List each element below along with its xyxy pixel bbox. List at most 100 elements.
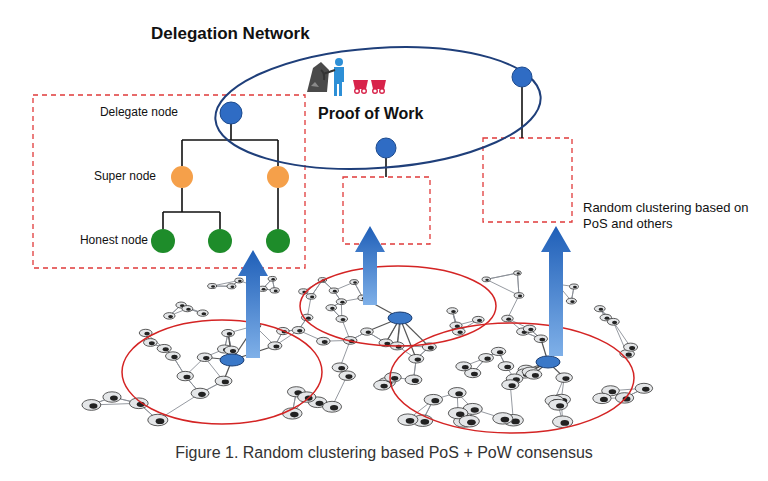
cluster-box xyxy=(33,95,305,268)
network-dot-shade xyxy=(144,332,149,336)
network-link xyxy=(517,273,519,295)
network-dot xyxy=(323,401,342,412)
network-dot xyxy=(103,392,121,402)
network-dot-shade xyxy=(227,332,233,336)
network-dot xyxy=(493,413,513,424)
network-dot-shade xyxy=(517,272,520,274)
network-dot-shade xyxy=(366,330,371,334)
network-dot-shade xyxy=(168,315,173,318)
cart-wheel xyxy=(355,89,360,94)
network-dot-shade xyxy=(599,308,604,311)
network-dot xyxy=(624,343,638,351)
network-dot xyxy=(448,388,466,398)
network-dot-shade xyxy=(629,346,635,350)
rock xyxy=(307,62,329,92)
network-dot xyxy=(456,362,472,371)
network-dot xyxy=(306,294,316,300)
network-dot-shade xyxy=(415,357,421,361)
network-dot-shade xyxy=(310,296,314,299)
network-dot xyxy=(157,344,171,352)
delegate-node-dot xyxy=(220,102,242,124)
network-dot-shade xyxy=(497,350,503,354)
network-dot-shade xyxy=(612,321,617,324)
network-dot xyxy=(208,283,217,288)
network-dot-shade xyxy=(532,373,539,378)
honest-node-dot xyxy=(266,229,290,253)
network-dot-shade xyxy=(471,372,478,377)
network-dot xyxy=(374,380,391,390)
ellipse-line xyxy=(211,37,545,179)
delegate-node-dot xyxy=(376,138,396,158)
network-dot xyxy=(144,339,158,347)
miner-head xyxy=(335,58,343,66)
miner-body xyxy=(334,67,344,96)
network-dot-shade xyxy=(262,288,266,291)
network-dot-shade xyxy=(391,376,398,381)
network-dot xyxy=(635,383,652,393)
network-dot-shade xyxy=(420,419,429,425)
network-dot xyxy=(607,318,619,325)
network-dot xyxy=(482,277,490,282)
delegation-ellipse: Delegation NetworkProof of Work xyxy=(213,46,543,170)
cart-wheel xyxy=(373,89,378,94)
network-dot xyxy=(447,308,458,314)
tier-label: Delegate node xyxy=(100,105,178,119)
network-dot xyxy=(339,371,355,380)
network-dot xyxy=(398,414,418,425)
network-dot-shade xyxy=(380,384,387,389)
tier-label: Super node xyxy=(94,169,156,183)
network-dot-shade xyxy=(171,355,177,359)
network-dot-shade xyxy=(484,357,490,361)
network-link xyxy=(486,273,517,279)
hub-dot xyxy=(388,312,412,324)
network-dot xyxy=(164,313,175,320)
network-dot xyxy=(405,375,422,385)
network-dot-shade xyxy=(431,398,439,403)
miner-icon xyxy=(307,58,386,96)
network-dot-shade xyxy=(501,417,510,423)
cluster-box xyxy=(483,138,572,222)
network-dot xyxy=(329,288,338,293)
network-dot-shade xyxy=(110,395,118,400)
network-dot-shade xyxy=(230,349,236,353)
network-dot-shade xyxy=(231,285,235,288)
network-dot-shade xyxy=(609,389,617,394)
network-dot xyxy=(292,327,305,334)
network-dot-shade xyxy=(528,328,533,332)
hub-dot xyxy=(536,356,560,368)
network-dot-shade xyxy=(186,308,191,311)
network-dot-shade xyxy=(330,307,335,310)
network-dot-shade xyxy=(183,375,190,380)
network-dot xyxy=(197,310,208,316)
network-dot-shade xyxy=(642,387,649,392)
network-dot-shade xyxy=(203,356,209,360)
network-dot-shade xyxy=(322,340,328,344)
network-dot-shade xyxy=(508,383,515,388)
network-dot xyxy=(326,305,337,311)
network-dot-shade xyxy=(471,407,479,412)
network-heading: Delegation Network xyxy=(151,24,310,44)
network-dot-shade xyxy=(330,405,338,410)
network-dot-shade xyxy=(345,374,352,379)
figure-caption: Figure 1. Random clustering based PoS + … xyxy=(0,444,768,462)
network-dot-shade xyxy=(316,401,324,406)
network-dot-shade xyxy=(504,365,511,369)
network-dot xyxy=(215,376,232,386)
network-dot xyxy=(424,394,442,405)
network-dot-shade xyxy=(406,418,415,424)
super-node-dot xyxy=(267,166,289,188)
network-dot-shade xyxy=(560,420,569,426)
network-dot xyxy=(182,306,193,312)
network-dot-shade xyxy=(462,365,469,369)
network-dot-shade xyxy=(340,301,344,304)
network-dot xyxy=(556,373,573,382)
cluster-box xyxy=(343,177,430,244)
network-dot xyxy=(525,370,541,379)
network-dot-shade xyxy=(211,285,215,288)
honest-node-dot xyxy=(208,229,232,253)
network-dot xyxy=(350,280,359,285)
network-dot-shade xyxy=(163,347,169,351)
network-dot xyxy=(549,399,568,410)
network-dot-shade xyxy=(562,376,569,381)
network-dot-shade xyxy=(626,353,632,357)
